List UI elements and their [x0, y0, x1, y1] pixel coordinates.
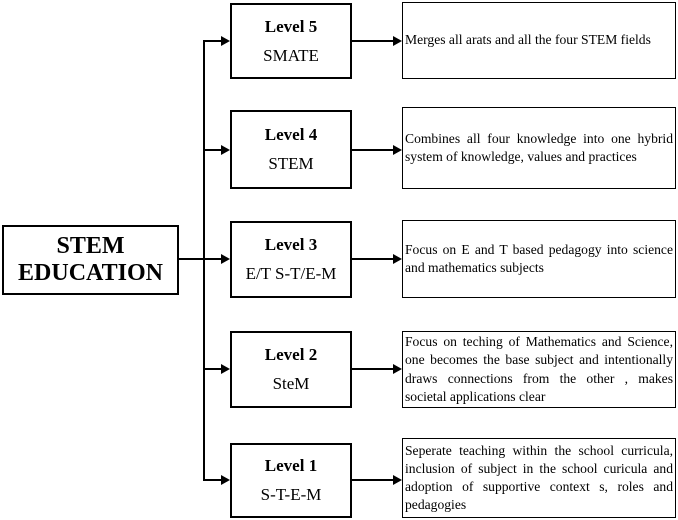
branch-line — [203, 368, 221, 370]
description-text: Merges all arats and all the four STEM f… — [405, 32, 651, 48]
connector-line — [352, 40, 393, 42]
description-box-1: Seperate teaching within the school curr… — [402, 438, 676, 518]
level-code: STEM — [268, 154, 314, 173]
description-box-3: Focus on E and T based pedagogy into sci… — [402, 220, 676, 298]
level-name: Level 5 — [264, 16, 318, 36]
root-connector-line — [179, 258, 205, 260]
arrow-right-icon — [221, 364, 230, 374]
level-box-3: Level 3 E/T S-T/E-M — [230, 221, 352, 298]
branch-line — [203, 258, 221, 260]
connector-line — [352, 368, 393, 370]
level-box-5: Level 5 SMATE — [230, 3, 352, 79]
level-code: E/T S-T/E-M — [245, 264, 337, 283]
description-box-4: Combines all four knowledge into one hyb… — [402, 107, 676, 189]
level-box-2: Level 2 SteM — [230, 331, 352, 408]
root-title-line1: STEM — [56, 233, 125, 260]
description-text: Focus on E and T based pedagogy into sci… — [405, 241, 673, 275]
level-name: Level 1 — [264, 456, 318, 475]
level-name: Level 3 — [264, 235, 318, 254]
description-text: Combines all four knowledge into one hyb… — [405, 130, 673, 164]
arrow-right-icon — [393, 364, 402, 374]
arrow-right-icon — [221, 475, 230, 485]
branch-line — [203, 479, 221, 481]
level-name: Level 4 — [264, 125, 318, 144]
arrow-right-icon — [393, 36, 402, 46]
root-box-stem-education: STEM EDUCATION — [2, 225, 179, 295]
branch-line — [203, 40, 221, 42]
arrow-right-icon — [393, 145, 402, 155]
level-code: SMATE — [263, 45, 319, 65]
root-title-line2: EDUCATION — [18, 260, 163, 286]
description-text: Focus on teching of Mathematics and Scie… — [405, 334, 673, 404]
level-box-4: Level 4 STEM — [230, 110, 352, 189]
arrow-right-icon — [221, 145, 230, 155]
arrow-right-icon — [393, 254, 402, 264]
connector-line — [352, 479, 393, 481]
level-code: SteM — [272, 374, 310, 393]
branch-line — [203, 149, 221, 151]
connector-line — [352, 258, 393, 260]
level-box-1: Level 1 S-T-E-M — [230, 443, 352, 518]
trunk-line — [203, 40, 205, 481]
arrow-right-icon — [221, 254, 230, 264]
arrow-right-icon — [221, 36, 230, 46]
description-text: Seperate teaching within the school curr… — [405, 442, 673, 513]
description-box-5: Merges all arats and all the four STEM f… — [402, 2, 676, 79]
level-name: Level 2 — [264, 345, 318, 364]
connector-line — [352, 149, 393, 151]
description-box-2: Focus on teching of Mathematics and Scie… — [402, 331, 676, 408]
level-code: S-T-E-M — [260, 485, 322, 504]
arrow-right-icon — [393, 475, 402, 485]
